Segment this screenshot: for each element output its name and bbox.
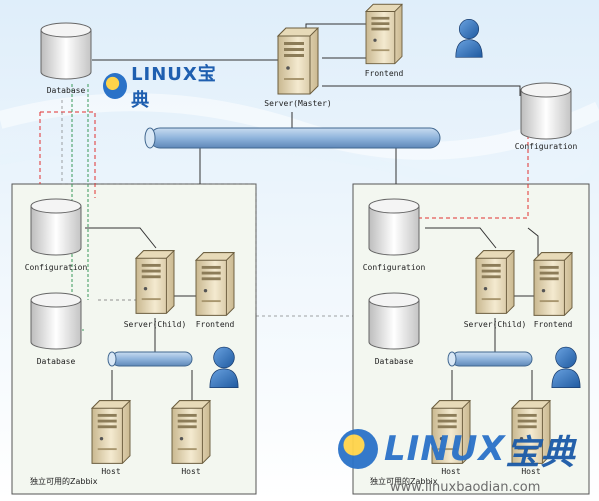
bottom-logo-text-b: 宝典 bbox=[505, 432, 576, 473]
master-configuration-database-icon bbox=[520, 82, 572, 140]
dashed-line-red-right bbox=[418, 126, 529, 219]
left-zone-bus bbox=[111, 351, 193, 367]
right-database-icon bbox=[368, 292, 420, 350]
left-configuration-label: Configuration bbox=[24, 263, 88, 272]
left-frontend-label: Frontend bbox=[195, 320, 235, 329]
right-database-label: Database bbox=[374, 357, 414, 366]
left-child-server-label: Server(Child) bbox=[123, 320, 187, 329]
top-logo-text: LINUX宝典 bbox=[131, 64, 217, 111]
master-server-icon bbox=[277, 27, 319, 95]
left-host1-label: Host bbox=[101, 467, 121, 476]
master-server-label: Server(Master) bbox=[264, 99, 332, 108]
left-database-label: Database bbox=[36, 357, 76, 366]
main-network-bus bbox=[149, 127, 441, 149]
right-host1-label: Host bbox=[441, 467, 461, 476]
left-frontend-server-icon bbox=[195, 252, 235, 316]
right-frontend-label: Frontend bbox=[533, 320, 573, 329]
left-child-server-icon bbox=[135, 250, 175, 314]
right-child-server-icon bbox=[475, 250, 515, 314]
left-zone-caption: 独立可用的Zabbix bbox=[30, 477, 98, 486]
right-frontend-server-icon bbox=[533, 252, 573, 316]
logo-mark-icon bbox=[103, 73, 128, 99]
bottom-logo-watermark: LINUX 宝典 bbox=[338, 420, 576, 478]
right-zone-caption: 独立可用的Zabbix bbox=[370, 477, 438, 486]
right-configuration-label: Configuration bbox=[362, 263, 426, 272]
master-frontend-label: Frontend bbox=[364, 69, 404, 78]
left-host2-label: Host bbox=[181, 467, 201, 476]
bottom-logo-text-a: LINUX bbox=[384, 429, 506, 469]
right-host2-label: Host bbox=[521, 467, 541, 476]
left-database-icon bbox=[30, 292, 82, 350]
right-configuration-database-icon bbox=[368, 198, 420, 256]
left-host1-server-icon bbox=[91, 400, 131, 464]
top-logo-watermark: LINUX宝典 bbox=[103, 64, 228, 111]
right-child-server-label: Server(Child) bbox=[463, 320, 527, 329]
master-frontend-server-icon bbox=[365, 3, 403, 65]
left-host2-server-icon bbox=[171, 400, 211, 464]
master-configuration-label: Configuration bbox=[514, 142, 578, 151]
logo-mark-icon-large bbox=[338, 429, 378, 469]
watermark-url: www.linuxbaodian.com bbox=[390, 480, 541, 495]
left-configuration-database-icon bbox=[30, 198, 82, 256]
right-zone-bus bbox=[451, 351, 533, 367]
master-database-label: Database bbox=[46, 86, 86, 95]
master-database-icon bbox=[40, 22, 92, 80]
